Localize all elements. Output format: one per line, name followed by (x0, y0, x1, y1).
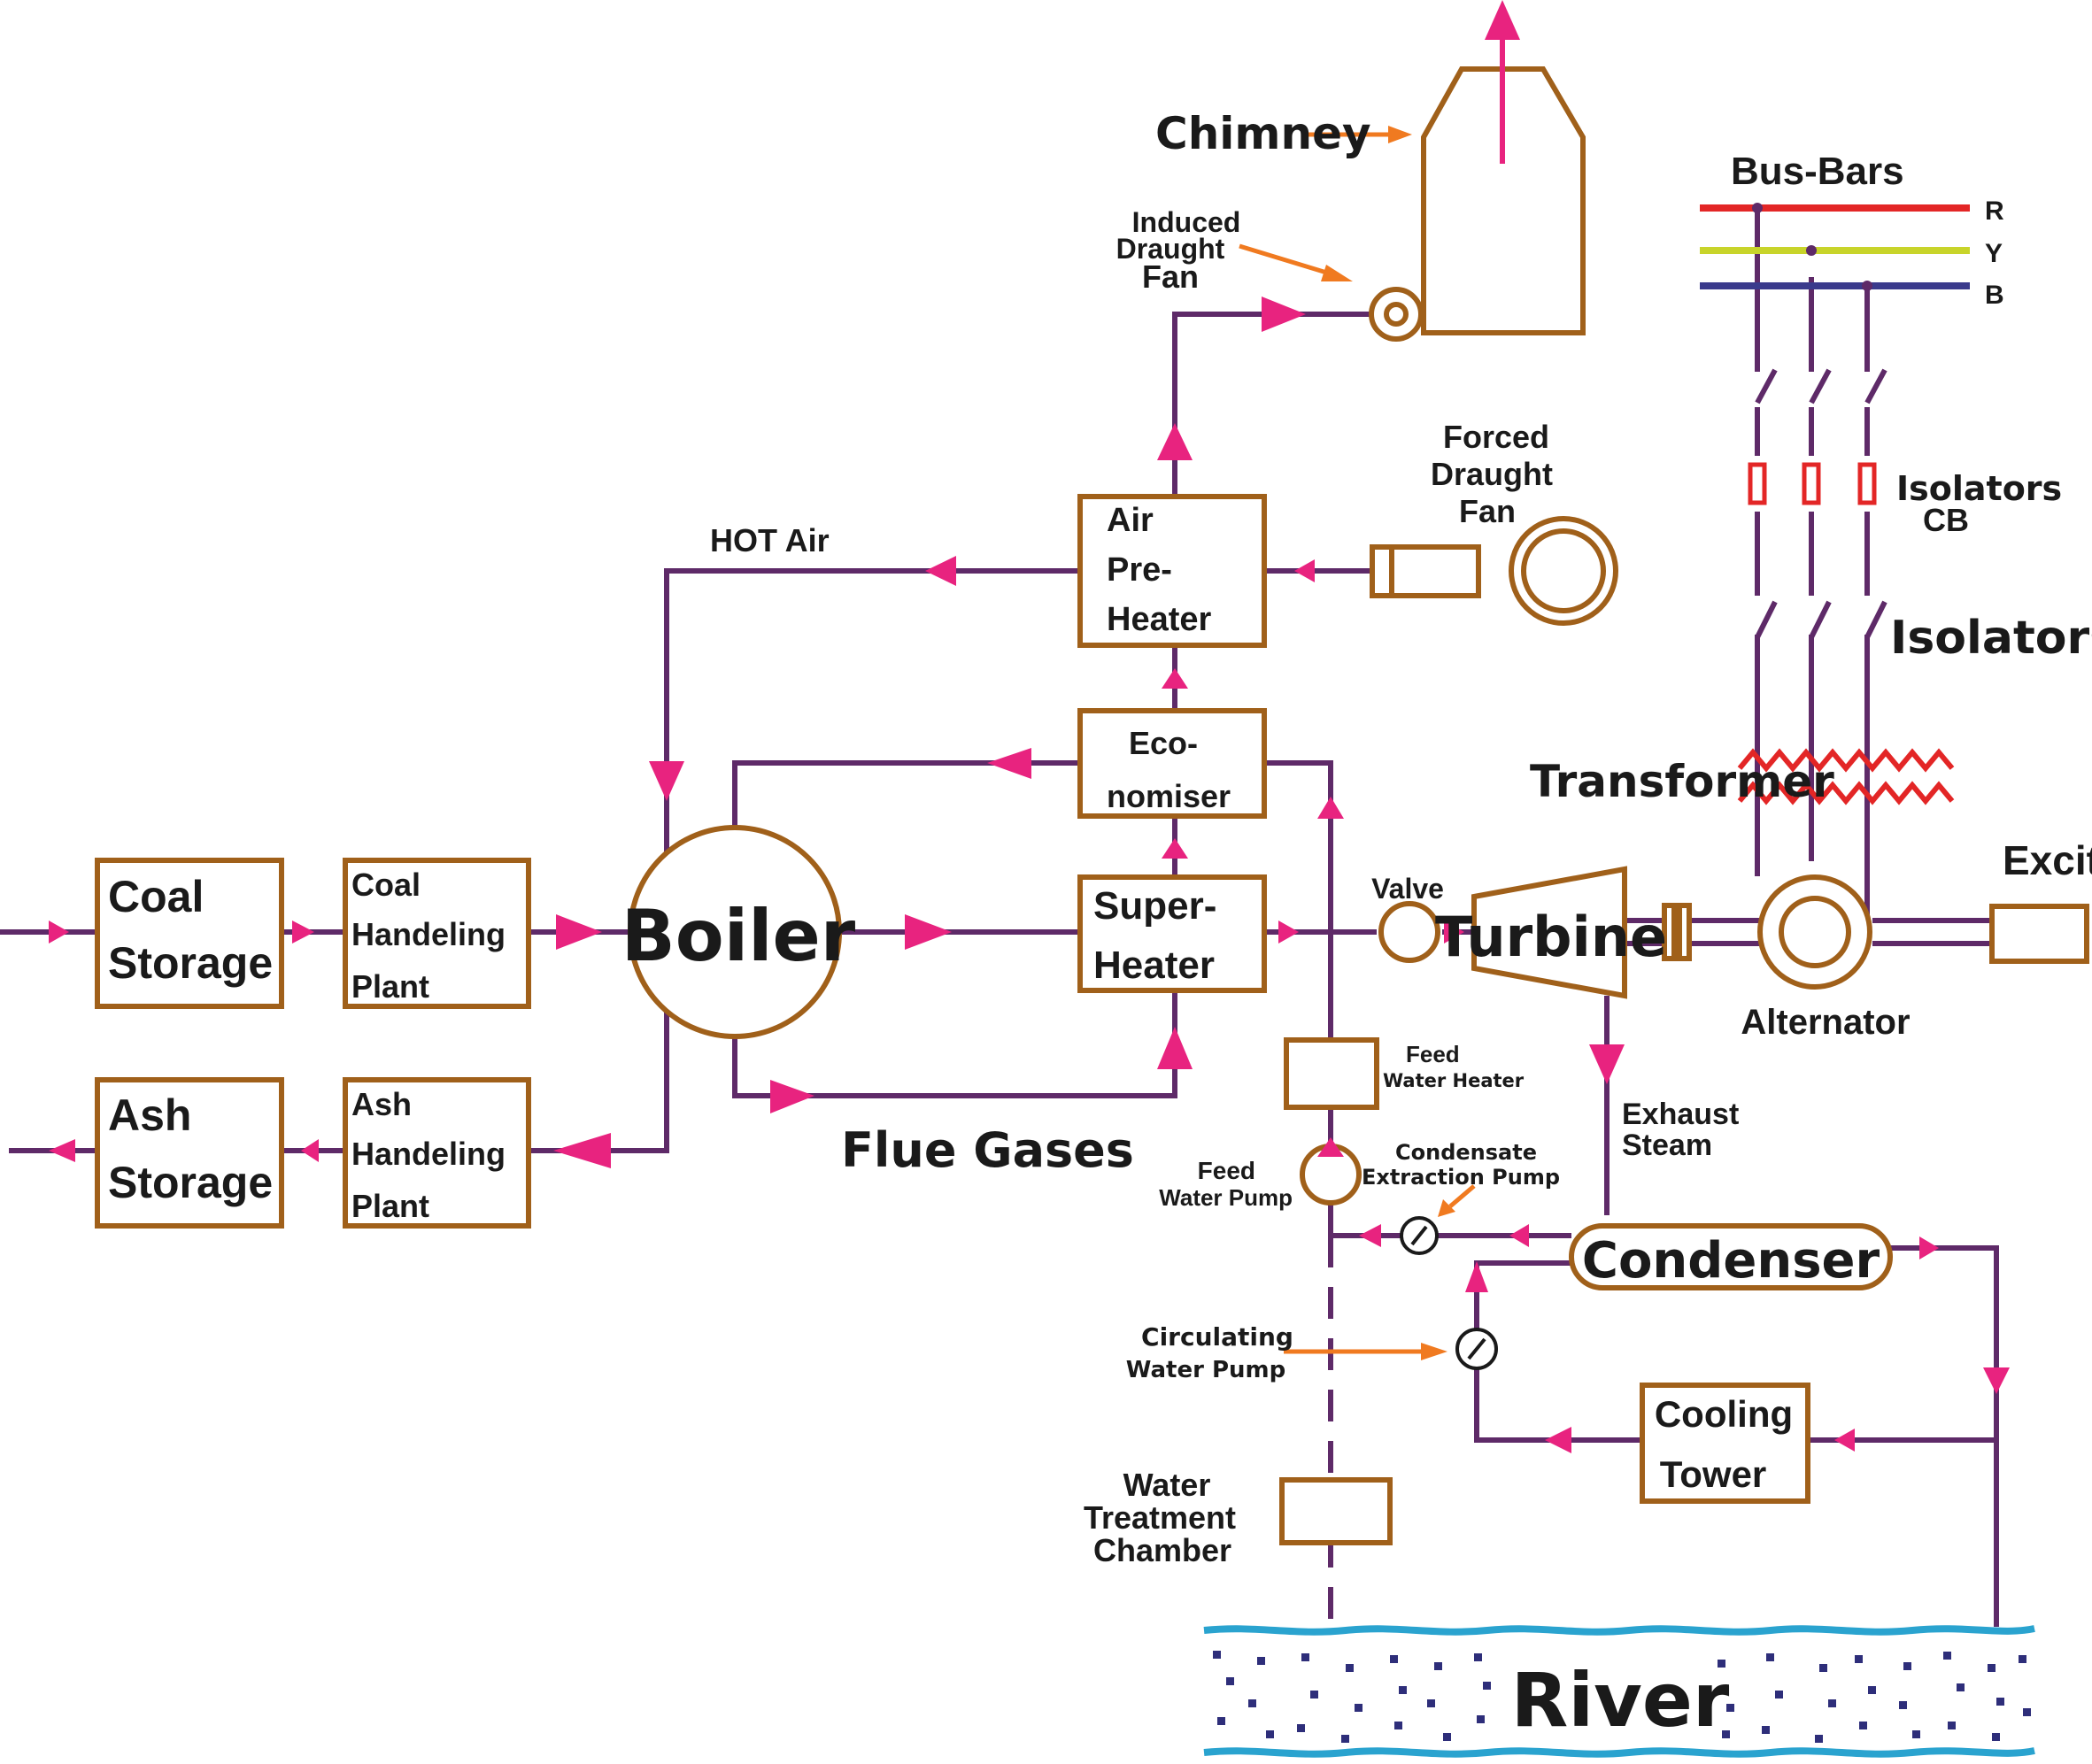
alternator (1757, 874, 1872, 990)
induced-draught-fan (1369, 287, 1424, 342)
phase-r-label: R (1985, 196, 2004, 226)
forced-draught-fan (1370, 516, 1618, 626)
transformer-label: Transformer (1530, 756, 1834, 807)
circulating-pump-label-2: Water Pump (1126, 1357, 1286, 1383)
ash-handling-plant-box (343, 1077, 531, 1229)
ash-handling-label-3: Plant (351, 1188, 429, 1224)
coal-storage-box (95, 858, 284, 1009)
ash-storage-box (95, 1077, 284, 1229)
economiser-box (1077, 708, 1267, 819)
chimney-stack (1421, 66, 1586, 335)
steam-valve (1378, 901, 1440, 963)
condenser-body (1569, 1223, 1893, 1290)
id-fan-label-2: Draught (1116, 233, 1225, 265)
circulating-pump-label-1: Circulating (1141, 1322, 1293, 1352)
feed-water-heater-box (1284, 1037, 1379, 1110)
phase-b-label: B (1985, 281, 2004, 310)
shaft-coupling (1662, 903, 1692, 961)
id-fan-label-1: Induced (1132, 206, 1241, 238)
water-treatment-chamber-box (1279, 1477, 1393, 1545)
ash-handling-label-2: Handeling (351, 1136, 506, 1172)
superheater-box (1077, 874, 1267, 993)
excitor-label: Excitor (2003, 837, 2092, 883)
air-preheater-label-1: Air (1107, 502, 1154, 539)
cooling-tower-label-1: Cooling (1655, 1393, 1793, 1435)
fd-fan-label-1: Forced (1443, 419, 1549, 455)
condensate-pump-label-1: Condensate (1395, 1140, 1537, 1165)
boiler-label: Boiler (621, 895, 856, 977)
condenser-label: Condenser (1582, 1232, 1880, 1290)
condensate-extraction-pump (1400, 1216, 1439, 1255)
valve-label: Valve (1371, 873, 1444, 905)
isolators-cb-label-2: CB (1923, 502, 1969, 538)
turbine-body (1471, 866, 1627, 999)
coal-storage-label-2: Storage (108, 938, 273, 988)
id-fan-label-3: Fan (1142, 258, 1199, 295)
feed-water-heater-label-1: Feed (1406, 1041, 1460, 1067)
cooling-tower-box (1640, 1383, 1810, 1504)
chimney-label: Chimney (1155, 108, 1371, 159)
label-pointers (1239, 126, 1476, 1360)
water-treatment-label-3: Chamber (1093, 1532, 1231, 1568)
coal-handling-label-1: Coal (351, 867, 421, 903)
economiser-label-1: Eco- (1129, 725, 1198, 761)
condensate-pump-label-2: Extraction Pump (1362, 1165, 1560, 1190)
coal-storage-label-1: Coal (108, 872, 204, 921)
isolators-cb-label-1: Isolators (1896, 469, 2062, 508)
bus-bars-label: Bus-Bars (1731, 150, 1904, 193)
exhaust-steam-label-2: Steam (1622, 1128, 1712, 1162)
coal-handling-plant-box (343, 858, 531, 1009)
flow-arrows (49, 0, 2010, 1453)
fd-fan-label-2: Draught (1431, 456, 1553, 492)
circulating-water-pump (1455, 1328, 1498, 1370)
alternator-label: Alternator (1741, 1003, 1910, 1042)
isolator-switches (1755, 368, 1887, 639)
hot-air-label: HOT Air (710, 522, 830, 558)
superheater-label-1: Super- (1093, 884, 1216, 928)
ash-handling-label-1: Ash (351, 1086, 412, 1122)
feed-water-pump-label-1: Feed (1198, 1157, 1255, 1184)
water-treatment-label-2: Treatment (1084, 1499, 1236, 1536)
water-treatment-label-1: Water (1123, 1467, 1211, 1503)
phase-y-label: Y (1985, 239, 2003, 268)
fd-fan-label-3: Fan (1459, 493, 1516, 529)
ash-storage-label-2: Storage (108, 1158, 273, 1207)
river-label: River (1511, 1657, 1730, 1744)
economiser-label-2: nomiser (1107, 778, 1231, 814)
exhaust-steam-label-1: Exhaust (1622, 1098, 1739, 1131)
coal-handling-label-2: Handeling (351, 916, 506, 952)
air-preheater-box (1077, 494, 1267, 648)
river (1203, 1625, 2035, 1758)
cooling-tower-label-2: Tower (1660, 1453, 1767, 1495)
isolators-label: Isolators (1890, 612, 2092, 665)
feed-water-heater-label-2: Water Heater (1383, 1070, 1525, 1091)
turbine-label: Turbine (1435, 905, 1667, 969)
air-preheater-label-2: Pre- (1107, 551, 1172, 589)
transformer-coils (1737, 748, 1955, 805)
ash-storage-label-1: Ash (108, 1090, 191, 1140)
air-preheater-label-3: Heater (1107, 601, 1211, 638)
coal-handling-label-3: Plant (351, 968, 429, 1005)
circuit-breakers (1748, 462, 1877, 505)
excitor-box (1989, 904, 2089, 964)
feed-water-pump-label-2: Water Pump (1159, 1184, 1293, 1211)
flue-gases-label: Flue Gases (841, 1122, 1134, 1178)
superheater-label-2: Heater (1093, 944, 1215, 987)
boiler-drum (628, 825, 842, 1039)
bus-bars (1700, 203, 1970, 291)
